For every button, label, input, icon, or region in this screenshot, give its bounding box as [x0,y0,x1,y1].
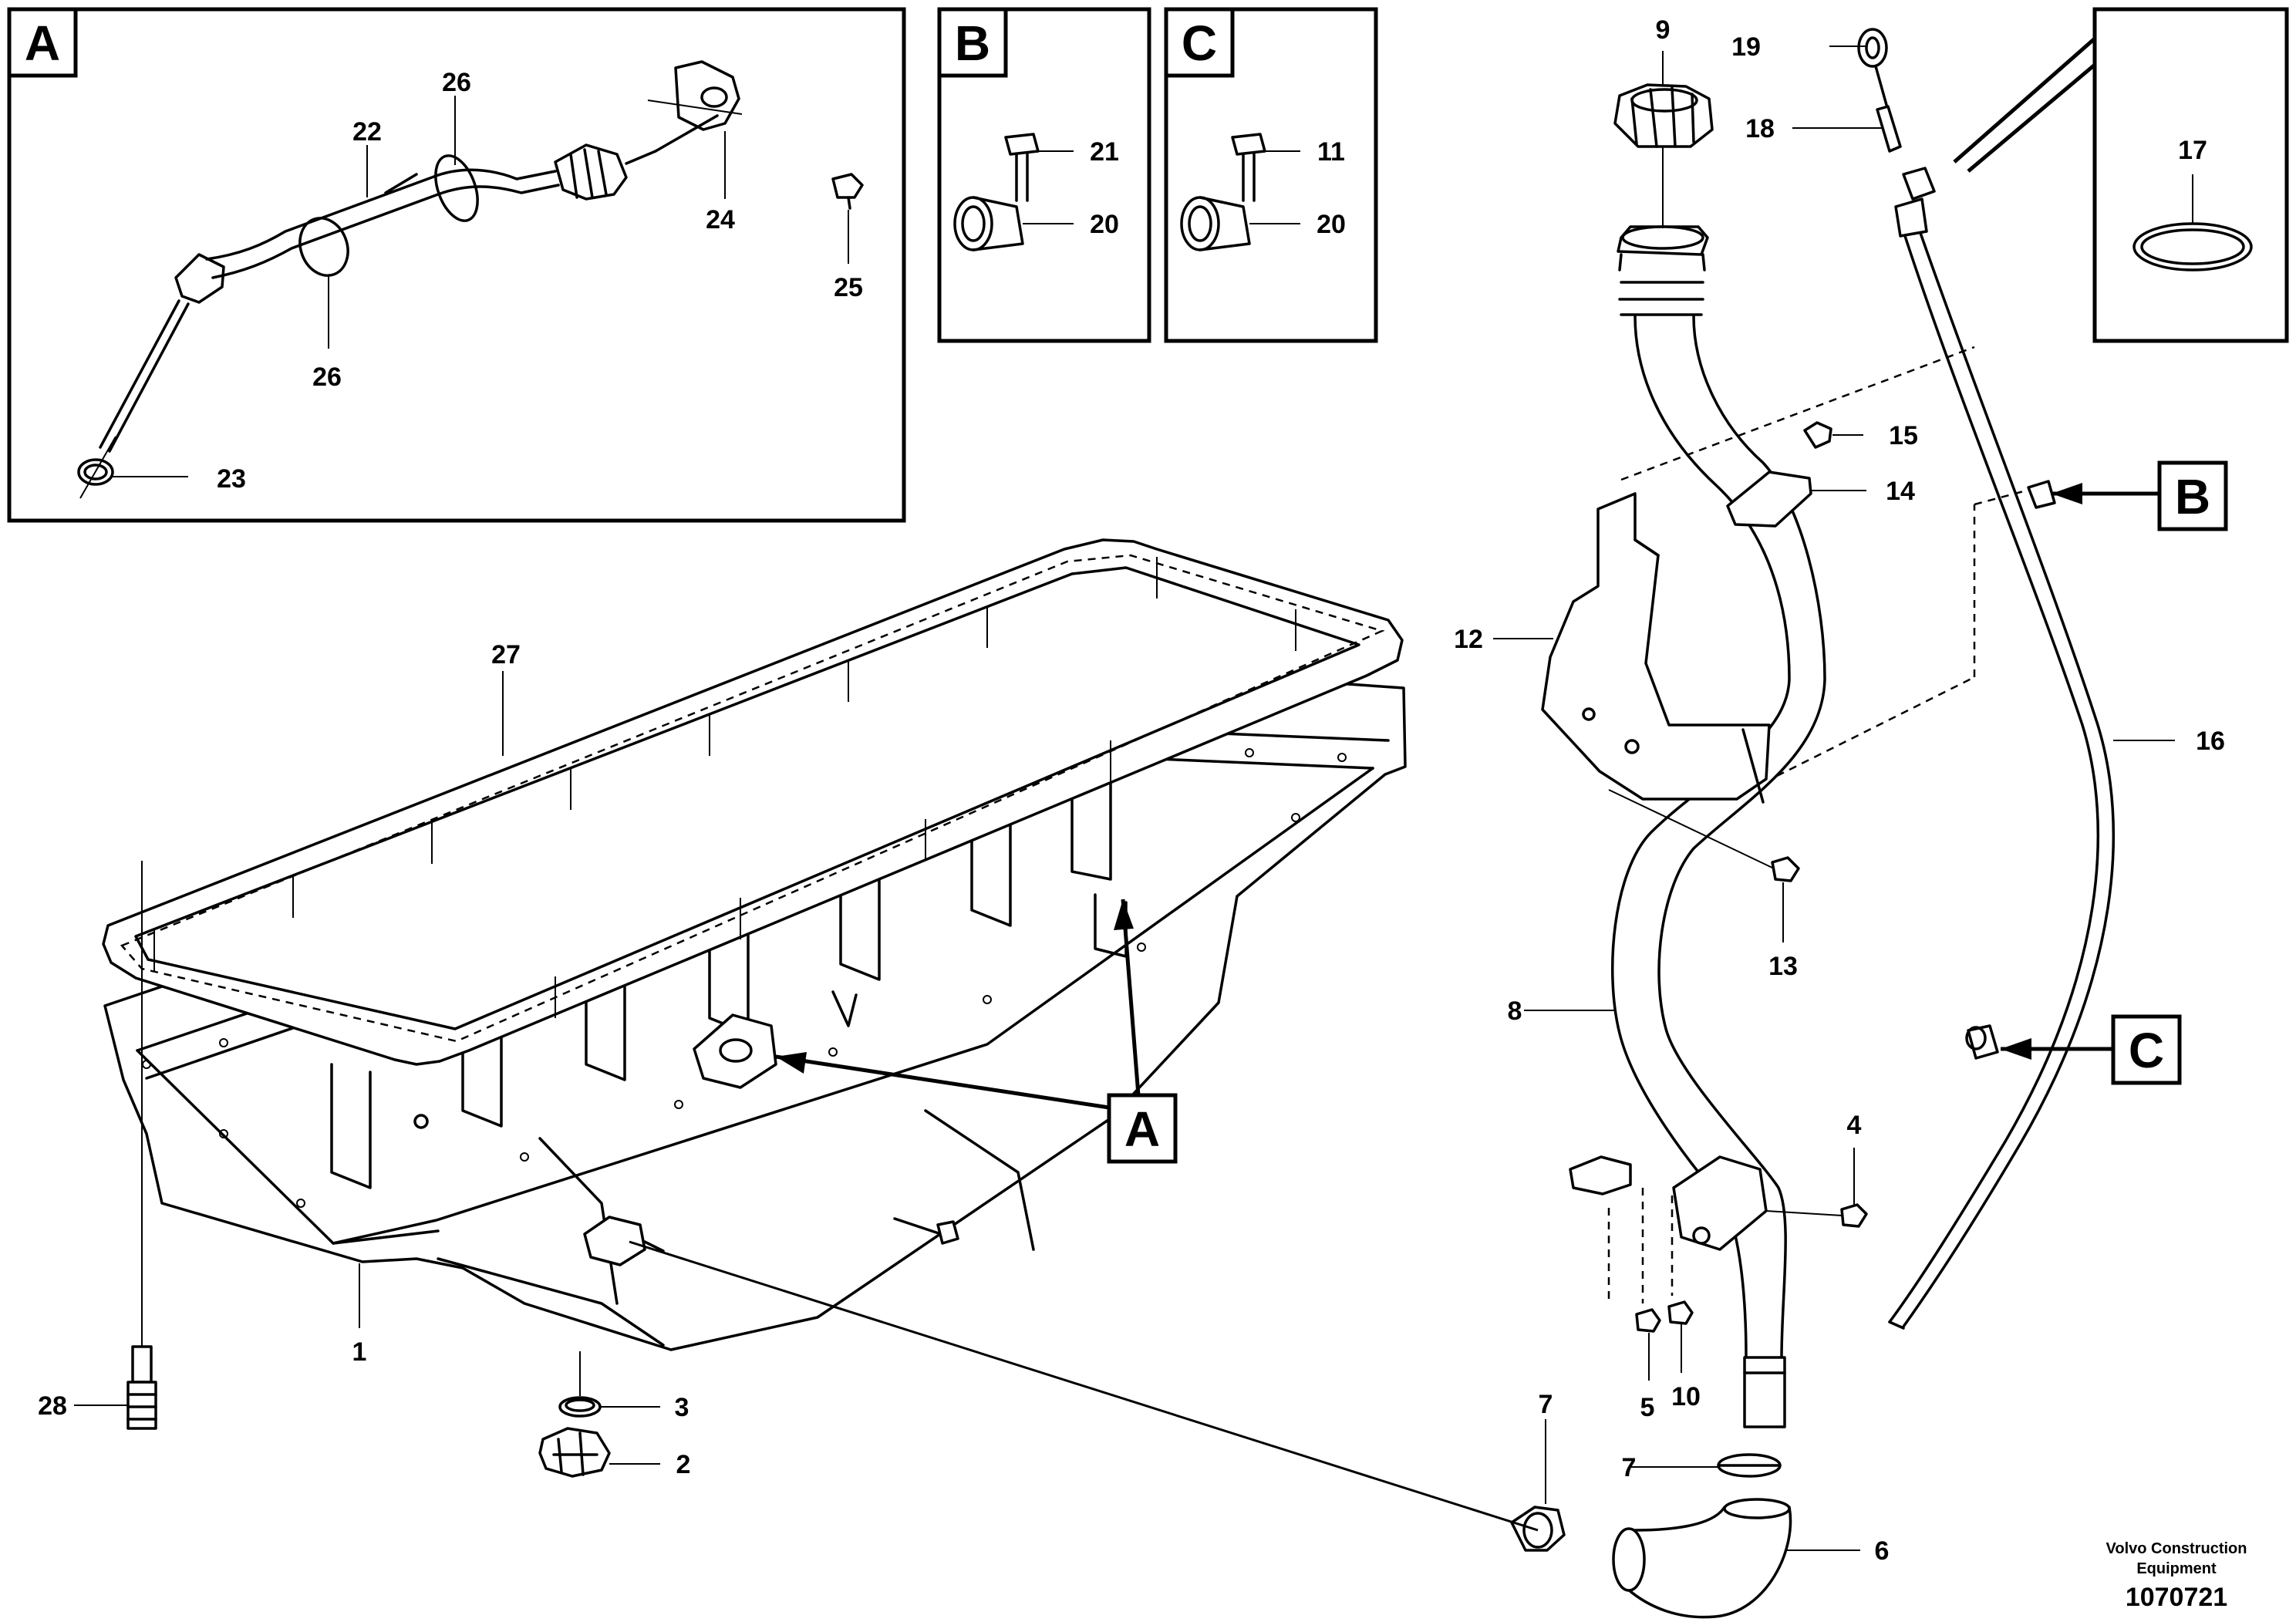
callout-14: 14 [1886,477,1915,506]
hose-clamp-7-lower [1510,1506,1566,1552]
callout-7-right: 7 [1622,1453,1637,1482]
sensor-28 [126,861,157,1430]
oil-filler-cap-9 [1613,83,1714,148]
view-marker-a: A [775,899,1178,1164]
mounting-plate [1569,1155,1632,1195]
detail-view-b: B 21 20 [937,7,1151,343]
bolt-4 [1840,1203,1868,1228]
callout-22: 22 [352,117,382,147]
view-marker-b: B [2052,460,2228,531]
callout-15: 15 [1889,421,1918,450]
dipstick-guide-tube-16 [1888,167,2116,1330]
callout-3: 3 [675,1393,689,1422]
main-callouts: 27 1 28 3 2 9 19 18 15 14 12 16 [38,15,2225,1566]
detail-view-o-ring-frame [2092,7,2289,343]
callout-26-upper: 26 [442,68,471,97]
detail-view-a: A [7,7,906,523]
drawing-number: 1070721 [2126,1583,2227,1612]
bolt-13 [1771,856,1800,882]
callout-23: 23 [217,464,246,494]
drain-plug-2 [538,1427,611,1478]
o-ring-17 [2132,222,2253,271]
sealing-washer-3 [558,1351,602,1418]
detail-view-c-tag-box [1164,7,1235,78]
detail-view-b-letter: B [955,15,990,71]
detail-view-c-letter: C [1182,15,1217,71]
callout-2: 2 [676,1450,691,1479]
dipstick-tube-detail [99,60,743,453]
view-marker-c: C [2001,1014,2182,1085]
hose-clamp-7-upper [1717,1453,1782,1478]
callout-1: 1 [352,1337,367,1367]
callout-16: 16 [2196,727,2225,756]
callout-6: 6 [1875,1536,1890,1566]
detail-view-b-frame [937,7,1151,343]
clip-14 [1726,470,1812,528]
clamp-26-upper [434,154,479,222]
detail-view-o-ring-pointer [1953,37,2096,173]
detail-view-a-frame [7,7,906,523]
callout-28: 28 [38,1391,67,1421]
callout-9: 9 [1656,15,1671,45]
detail-view-c-frame [1164,7,1378,343]
bolt-5 [1635,1308,1661,1333]
detail-view-o-ring: 17 [1953,7,2289,343]
clamp-26-lower [298,217,349,277]
callout-18: 18 [1745,114,1775,143]
callout-11: 11 [1317,137,1345,167]
view-marker-a-letter: A [1124,1101,1160,1157]
bolt-15 [1803,421,1832,449]
callout-10: 10 [1671,1382,1701,1411]
clip-20-c [1180,196,1251,251]
detail-view-a-letter: A [25,15,60,71]
brand-line-1: Volvo Construction [2106,1540,2247,1557]
callout-19: 19 [1731,32,1761,62]
callout-4: 4 [1847,1111,1862,1140]
callout-12: 12 [1454,625,1483,654]
detail-view-b-tag-box [937,7,1008,78]
oil-filler-tube-8 [1611,225,1826,1428]
view-marker-b-letter: B [2175,469,2210,524]
bolt-10 [1667,1300,1694,1325]
callout-5: 5 [1640,1393,1655,1422]
callout-7-left: 7 [1539,1390,1553,1419]
callout-20-b: 20 [1090,210,1119,239]
callout-21: 21 [1090,137,1119,167]
hose-6 [1612,1498,1792,1619]
callout-17: 17 [2178,136,2207,165]
callout-20-c: 20 [1317,210,1346,239]
bolt-21 [1004,133,1040,202]
oil-pan [103,631,1407,1351]
callout-24: 24 [706,205,735,234]
detail-view-a-tag-box [7,7,78,78]
dipstick-seal-18 [1876,105,1902,153]
bolt-11 [1231,133,1266,202]
clip-20-b [953,196,1024,251]
detail-view-c: C 11 20 [1164,7,1378,343]
callout-8: 8 [1508,996,1522,1026]
callout-25: 25 [834,273,863,302]
view-marker-c-letter: C [2129,1023,2164,1078]
bracket-12 [1541,492,1771,804]
callout-27: 27 [491,640,521,669]
screw-25 [831,173,864,210]
drawing-footer: Volvo Construction Equipment 1070721 [2106,1540,2247,1612]
callout-26-lower: 26 [312,363,342,392]
callout-13: 13 [1768,952,1798,981]
dipstick-handle-19 [1857,28,1888,106]
brand-line-2: Equipment [2136,1560,2217,1577]
o-ring-23 [77,436,116,499]
